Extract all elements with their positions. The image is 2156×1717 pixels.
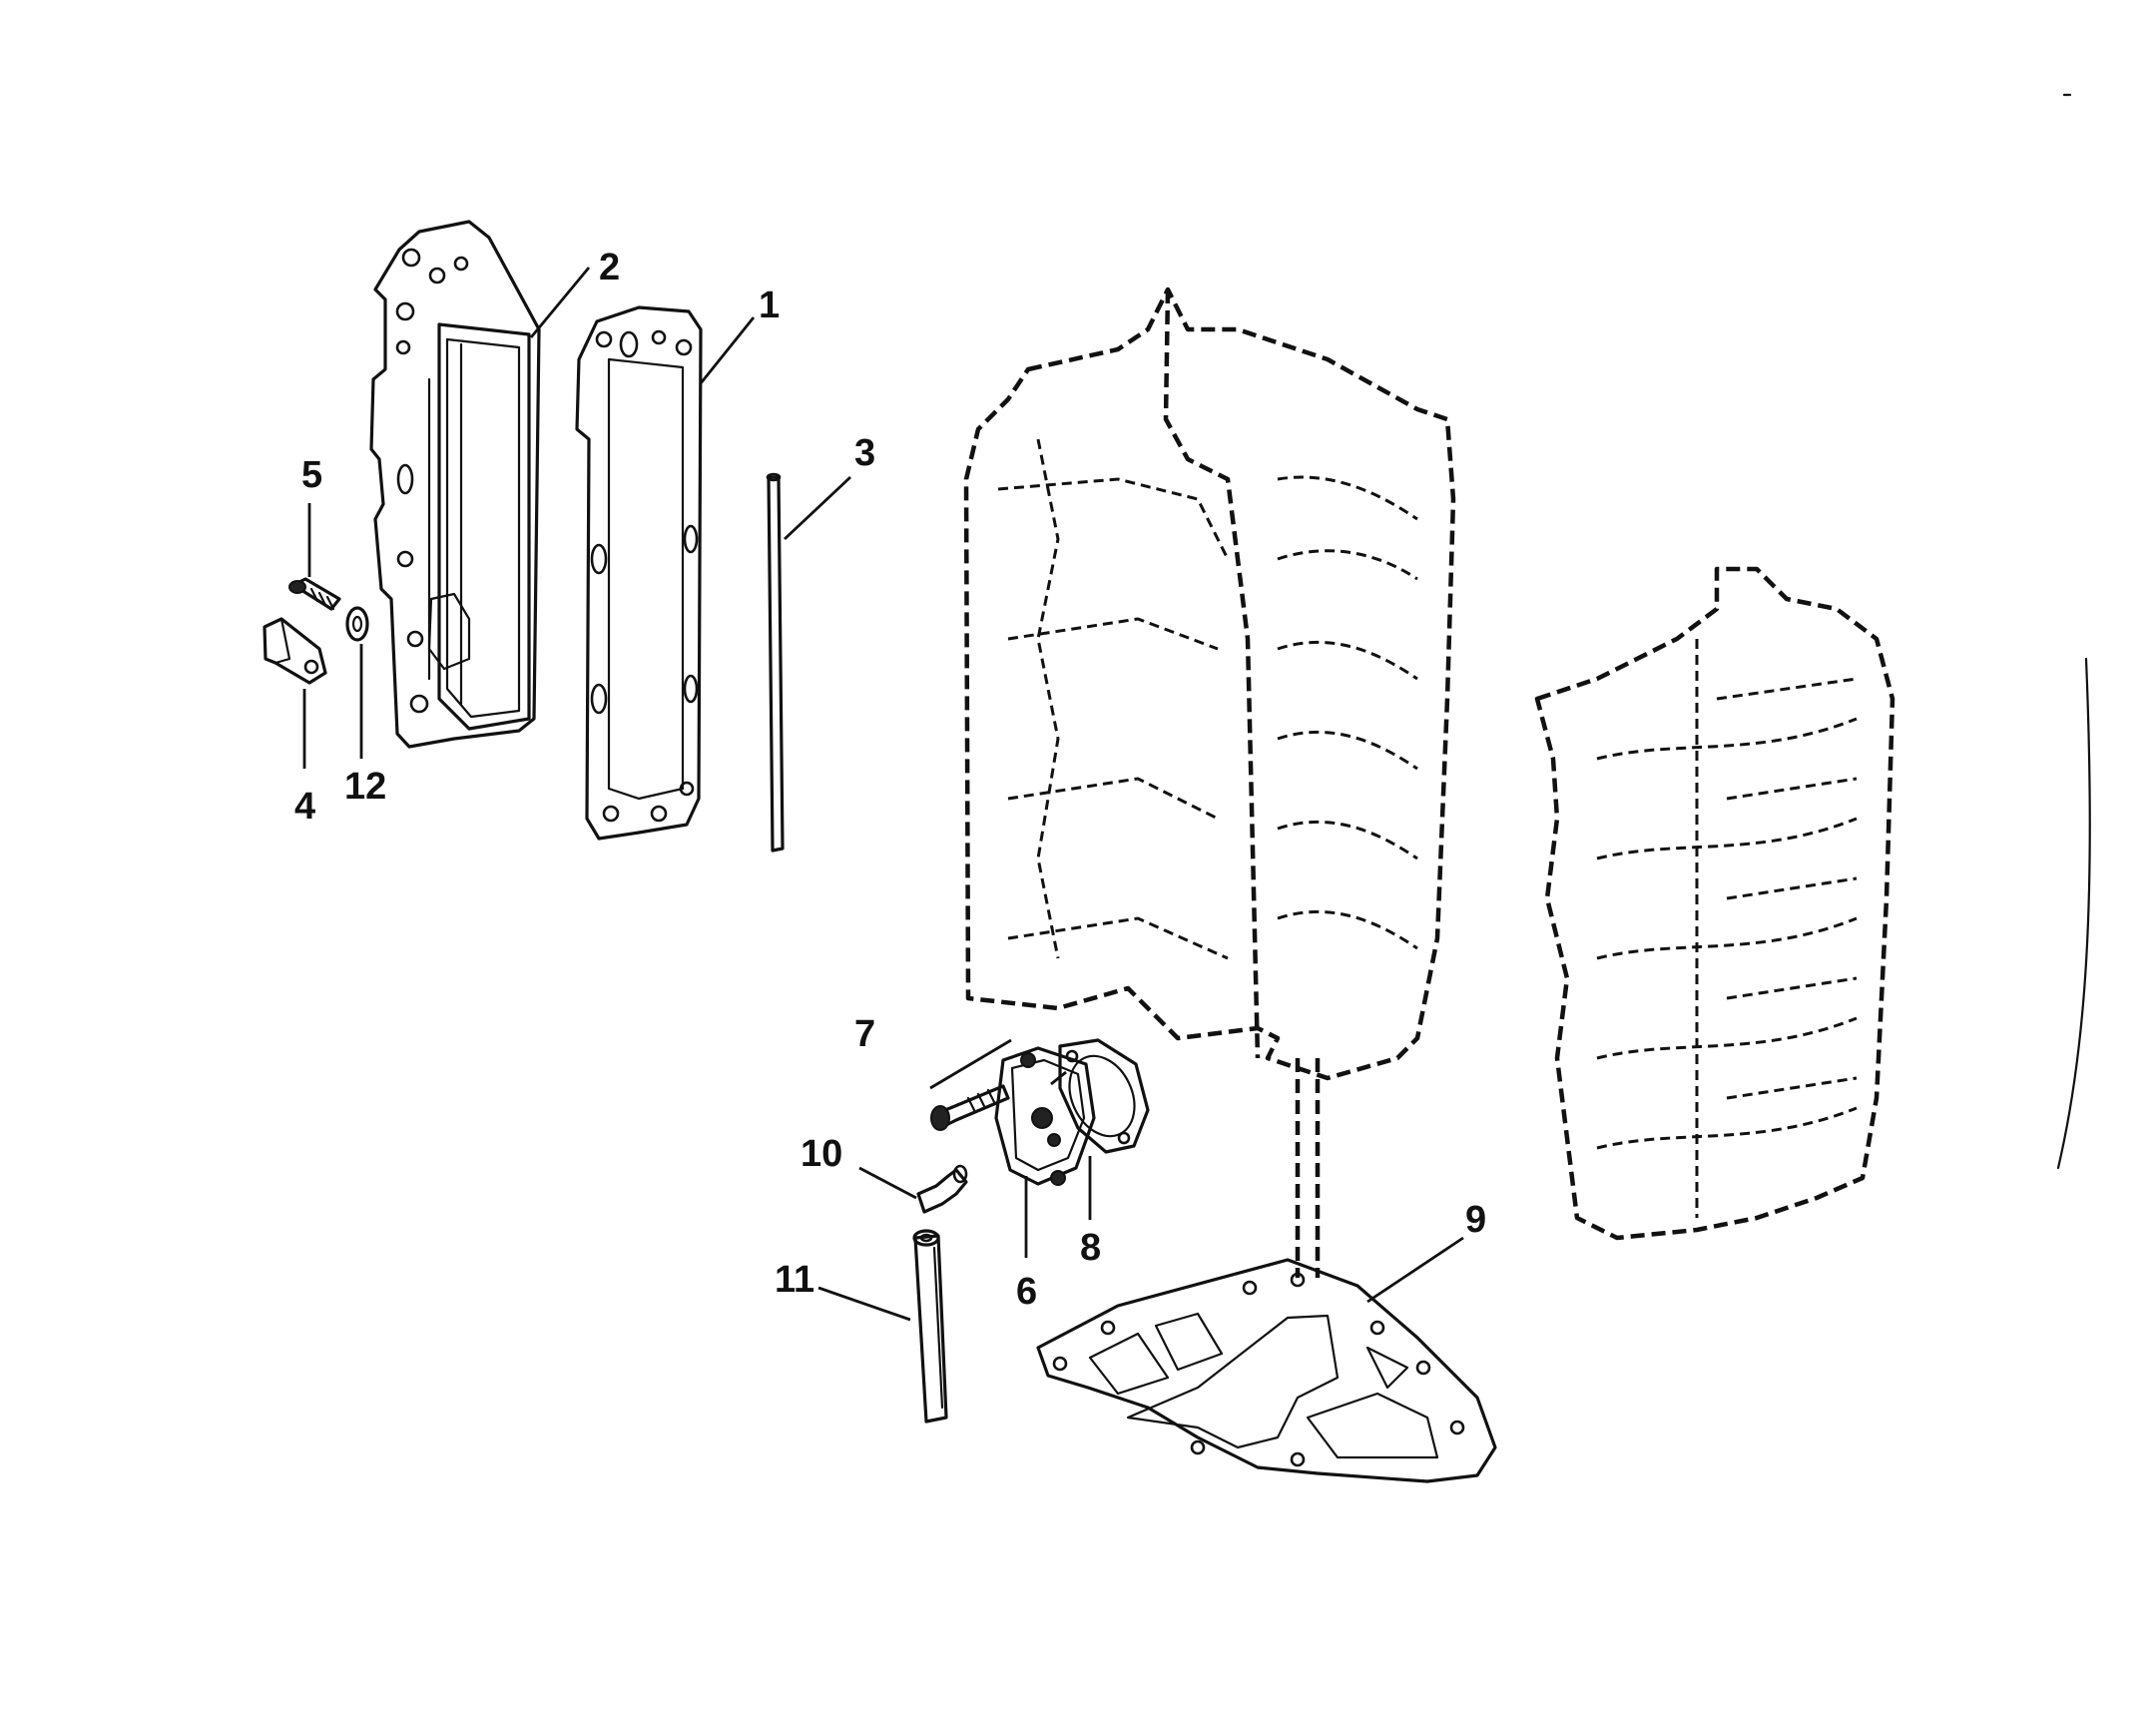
callout-12: 12 <box>344 766 386 808</box>
callout-9: 9 <box>1465 1199 1486 1241</box>
edge-arc <box>2056 657 2091 1170</box>
part-4-clip <box>263 617 327 685</box>
leader-9 <box>1366 1236 1464 1304</box>
callout-7: 7 <box>854 1013 875 1055</box>
part-1-gasket <box>575 305 703 841</box>
part-9-base-gasket <box>1036 1258 1497 1483</box>
part-2-cover-plate <box>369 220 541 749</box>
callout-10: 10 <box>801 1133 842 1175</box>
leader-2 <box>529 267 591 338</box>
leader-1 <box>699 316 756 384</box>
part-5-screw <box>288 577 341 611</box>
callout-labels: 2 1 3 5 4 12 7 10 6 8 11 9 <box>294 247 1486 1313</box>
callout-2: 2 <box>599 247 620 288</box>
leader-7b <box>1050 1070 1067 1086</box>
leader-11 <box>817 1286 911 1322</box>
leader-7 <box>929 1038 1012 1090</box>
part-8-ring-gasket <box>1058 1038 1150 1154</box>
ghost-cylinder-block <box>963 286 1456 1278</box>
callout-5: 5 <box>301 454 322 496</box>
part-3-tube <box>766 472 785 853</box>
callout-3: 3 <box>854 432 875 474</box>
callout-8: 8 <box>1080 1227 1101 1269</box>
ghost-crankcase <box>1534 566 1895 1241</box>
callout-4: 4 <box>294 786 315 828</box>
leader-lines <box>302 267 1464 1322</box>
callout-6: 6 <box>1016 1271 1037 1313</box>
leader-3 <box>784 475 851 541</box>
part-10-elbow <box>916 1164 968 1214</box>
part-6-cover <box>994 1046 1096 1186</box>
part-7-bolt <box>930 1084 1010 1131</box>
leader-10 <box>858 1166 917 1200</box>
callout-1: 1 <box>759 285 780 326</box>
part-12-washer <box>345 606 369 642</box>
part-11-hose <box>912 1229 948 1424</box>
callout-11: 11 <box>775 1259 814 1301</box>
